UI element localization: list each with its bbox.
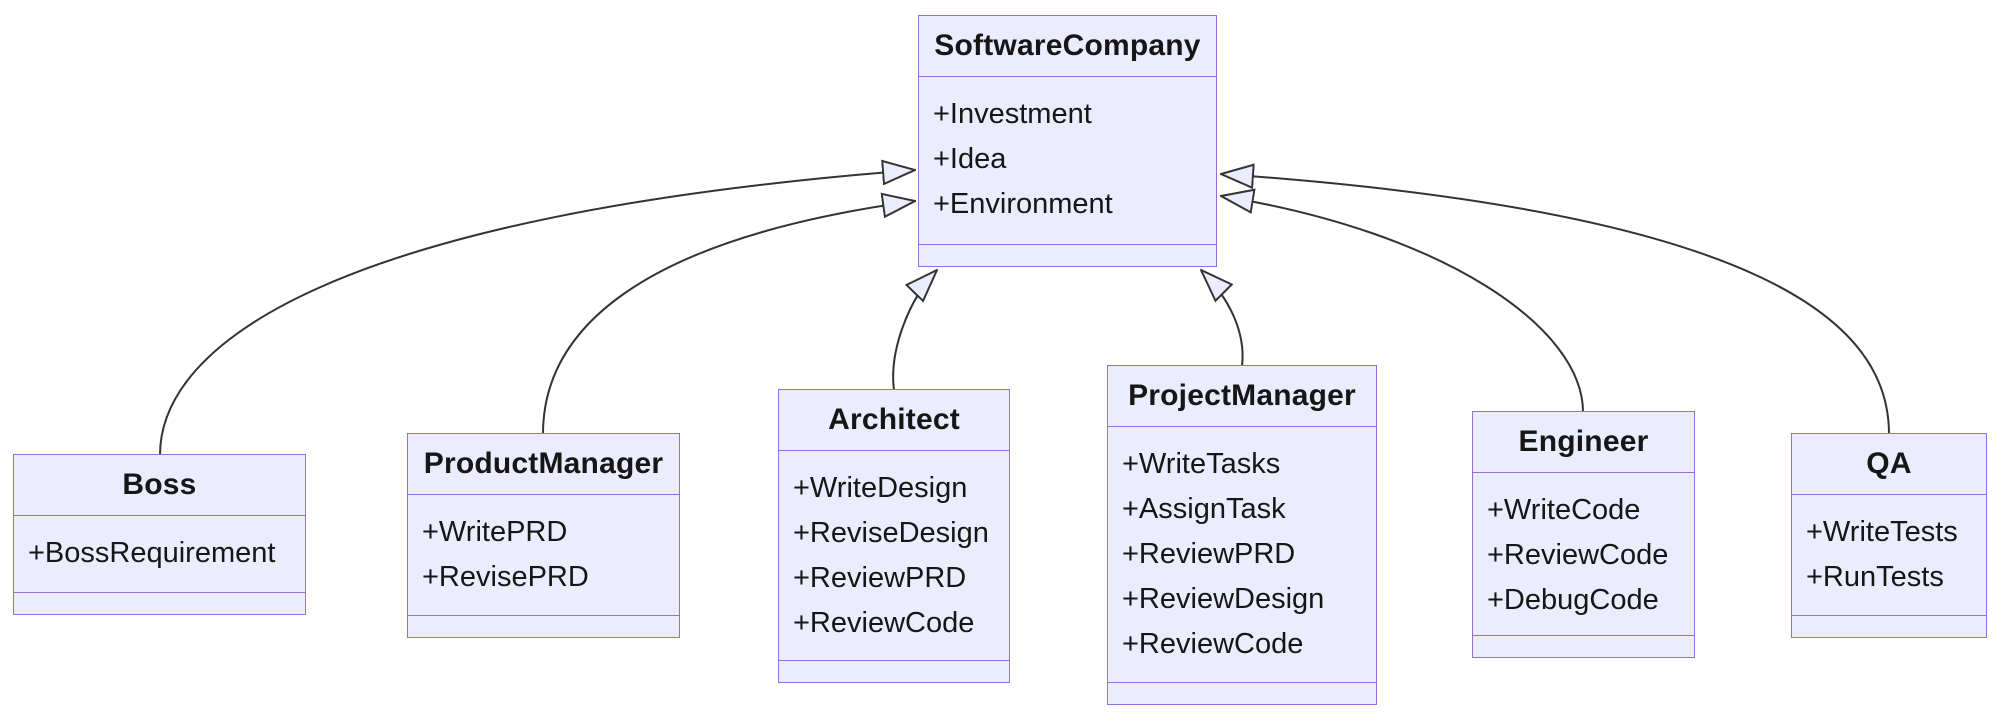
class-softwarecompany-attributes: +Investment +Idea +Environment — [919, 77, 1216, 244]
attribute: +ReviewDesign — [1122, 583, 1325, 615]
attribute: +RevisePRD — [422, 561, 589, 593]
edge-productmanager-inherits-softwarecompany — [542, 201, 915, 435]
class-engineer-attributes: +WriteCode +ReviewCode +DebugCode — [1473, 473, 1694, 635]
attribute: +WriteCode — [1487, 494, 1641, 526]
attribute: +Environment — [933, 188, 1113, 220]
class-productmanager-attributes: +WritePRD +RevisePRD — [408, 495, 679, 615]
edge-qa-inherits-softwarecompany — [1221, 174, 1890, 435]
class-softwarecompany: SoftwareCompany +Investment +Idea +Envir… — [918, 15, 1217, 267]
class-projectmanager: ProjectManager +WriteTasks +AssignTask +… — [1107, 365, 1377, 705]
class-softwarecompany-title: SoftwareCompany — [919, 16, 1216, 77]
class-engineer-methods-empty — [1473, 635, 1694, 657]
edge-architect-inherits-softwarecompany — [892, 270, 937, 391]
attribute: +WriteDesign — [793, 472, 968, 504]
attribute: +ReviewCode — [1122, 628, 1304, 660]
class-architect-title: Architect — [779, 390, 1009, 451]
class-softwarecompany-methods-empty — [919, 244, 1216, 266]
class-boss-methods-empty — [14, 592, 305, 614]
class-architect: Architect +WriteDesign +ReviseDesign +Re… — [778, 389, 1010, 683]
attribute: +Idea — [933, 143, 1007, 175]
attribute: +WritePRD — [422, 516, 568, 548]
edge-engineer-inherits-softwarecompany — [1221, 196, 1584, 413]
class-productmanager: ProductManager +WritePRD +RevisePRD — [407, 433, 680, 638]
attribute: +RunTests — [1806, 561, 1944, 593]
class-engineer: Engineer +WriteCode +ReviewCode +DebugCo… — [1472, 411, 1695, 658]
attribute: +WriteTests — [1806, 516, 1958, 548]
class-engineer-title: Engineer — [1473, 412, 1694, 473]
edge-boss-inherits-softwarecompany — [159, 170, 915, 456]
class-boss: Boss +BossRequirement — [13, 454, 306, 615]
attribute: +DebugCode — [1487, 584, 1659, 616]
class-architect-methods-empty — [779, 660, 1009, 682]
edge-projectmanager-inherits-softwarecompany — [1201, 270, 1244, 367]
class-projectmanager-title: ProjectManager — [1108, 366, 1376, 427]
class-architect-attributes: +WriteDesign +ReviseDesign +ReviewPRD +R… — [779, 451, 1009, 660]
attribute: +ReviseDesign — [793, 517, 989, 549]
attribute: +ReviewPRD — [1122, 538, 1296, 570]
class-boss-attributes: +BossRequirement — [14, 516, 305, 592]
attribute: +WriteTasks — [1122, 448, 1281, 480]
attribute: +ReviewCode — [793, 607, 975, 639]
attribute: +ReviewCode — [1487, 539, 1669, 571]
class-qa-methods-empty — [1792, 615, 1986, 637]
class-qa: QA +WriteTests +RunTests — [1791, 433, 1987, 638]
class-projectmanager-attributes: +WriteTasks +AssignTask +ReviewPRD +Revi… — [1108, 427, 1376, 682]
class-productmanager-methods-empty — [408, 615, 679, 637]
attribute: +BossRequirement — [28, 537, 276, 569]
attribute: +ReviewPRD — [793, 562, 967, 594]
attribute: +AssignTask — [1122, 493, 1286, 525]
class-boss-title: Boss — [14, 455, 305, 516]
class-projectmanager-methods-empty — [1108, 682, 1376, 704]
class-productmanager-title: ProductManager — [408, 434, 679, 495]
class-qa-title: QA — [1792, 434, 1986, 495]
attribute: +Investment — [933, 98, 1092, 130]
class-qa-attributes: +WriteTests +RunTests — [1792, 495, 1986, 615]
